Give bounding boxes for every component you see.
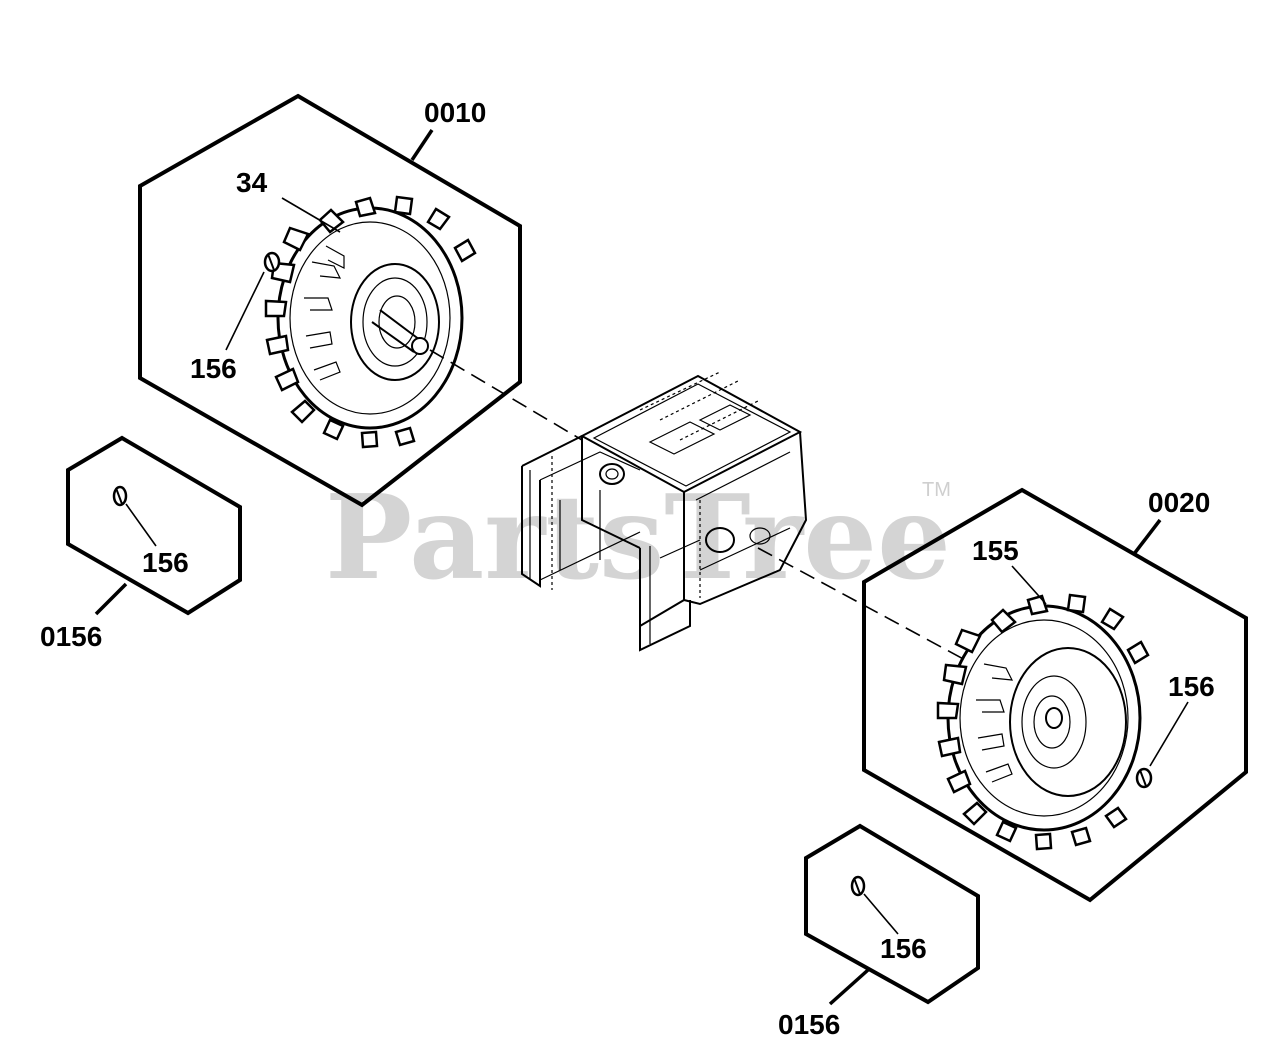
- part-155-leader: [1011, 565, 1047, 605]
- tire-right[interactable]: [936, 593, 1150, 851]
- part-156-leader: [125, 503, 157, 547]
- group-0020-outline: [862, 487, 1248, 903]
- part-156-leader: [225, 271, 265, 351]
- part-156-leader: [1149, 701, 1189, 767]
- part-155-label[interactable]: 155: [972, 535, 1019, 566]
- group-0156-left-outline: [66, 435, 242, 616]
- watermark-trademark: TM: [922, 479, 951, 501]
- hairpin-clip-icon[interactable]: [112, 485, 128, 507]
- group-0010[interactable]: 0010: [138, 93, 522, 508]
- hairpin-clip-icon[interactable]: [263, 251, 281, 273]
- part-156-leader: [863, 893, 899, 935]
- group-0156-left-label[interactable]: 0156: [40, 621, 102, 652]
- group-0020-leader: [1132, 518, 1162, 556]
- axle-line-left: [429, 349, 583, 441]
- frame-housing: [521, 371, 808, 652]
- tire-left[interactable]: [264, 195, 477, 449]
- part-34-leader: [281, 197, 341, 233]
- watermark-text: PartsTree: [325, 470, 951, 606]
- group-0156-right[interactable]: 156 0156: [778, 823, 980, 1040]
- group-0010-leader: [410, 129, 434, 161]
- group-0010-label[interactable]: 0010: [424, 97, 486, 128]
- axle-line-right: [757, 547, 981, 669]
- hairpin-clip-icon[interactable]: [1135, 767, 1153, 789]
- part-156-label[interactable]: 156: [190, 353, 237, 384]
- group-0156-right-outline: [804, 823, 980, 1005]
- group-0020-label[interactable]: 0020: [1148, 487, 1210, 518]
- part-156-label[interactable]: 156: [142, 547, 189, 578]
- group-0010-outline: [138, 93, 522, 508]
- group-0156-right-leader: [828, 968, 870, 1006]
- part-156-label[interactable]: 156: [880, 933, 927, 964]
- group-0020[interactable]: 0020: [862, 487, 1248, 903]
- group-0156-left[interactable]: 156 0156: [40, 435, 242, 652]
- hairpin-clip-icon[interactable]: [850, 875, 866, 897]
- group-0156-left-leader: [94, 582, 128, 616]
- part-34-label[interactable]: 34: [236, 167, 268, 198]
- group-0156-right-label[interactable]: 0156: [778, 1009, 840, 1040]
- part-156-label[interactable]: 156: [1168, 671, 1215, 702]
